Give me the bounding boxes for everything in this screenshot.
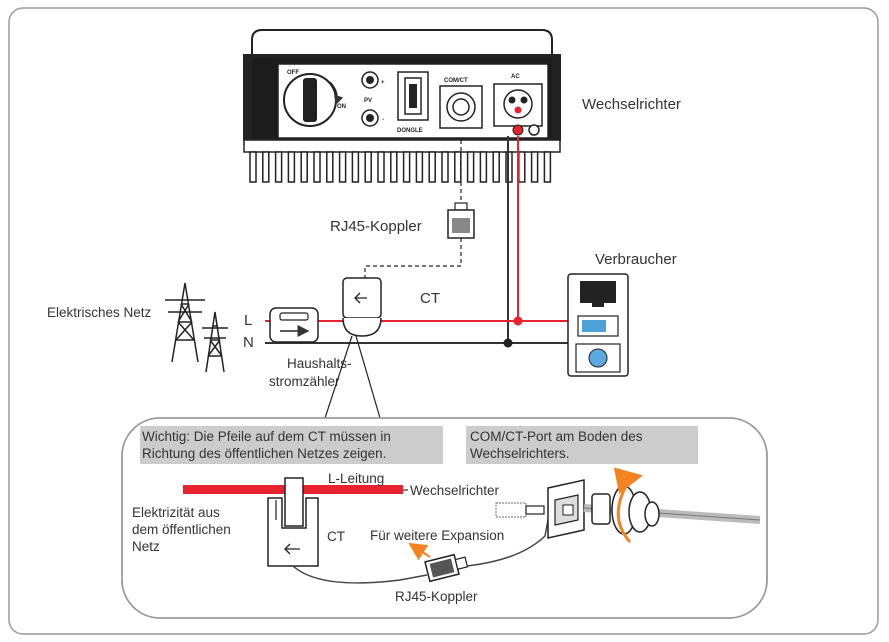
comct-label: COM/CT [444, 78, 468, 84]
grid-tower-icon [165, 282, 228, 373]
heat-sink-fin [492, 151, 500, 183]
heat-sink-fin [262, 151, 270, 183]
neutral-junction [503, 338, 513, 348]
heat-sink-fin [338, 151, 347, 183]
heat-sink-fin [390, 151, 398, 183]
heat-sink-fin [300, 151, 308, 183]
heat-sink-fin [518, 151, 526, 183]
line-l-label: L [244, 312, 252, 329]
heat-sink-fin [377, 151, 385, 183]
switch-off-label: OFF [287, 70, 299, 76]
grid-label: Elektrisches Netz [47, 305, 152, 320]
heat-sink-fin [287, 151, 296, 183]
loads-label: Verbraucher [595, 251, 677, 268]
ac-label: AC [511, 74, 520, 80]
cable-gland [583, 467, 761, 544]
inverter-label: Wechselrichter [582, 96, 681, 113]
heat-sink-fin [466, 151, 475, 183]
heat-sink-fin [454, 151, 462, 183]
heat-sink-fin [326, 151, 334, 183]
pv-plus-label: + [381, 80, 385, 86]
heat-sink-fin [543, 151, 552, 183]
note-right-line1: COM/CT-Port am Boden des [470, 429, 643, 444]
household-meter-icon [269, 307, 319, 343]
rj45-top-label: RJ45-Koppler [330, 218, 422, 235]
rj45-coupler-bottom [424, 553, 469, 583]
inverter-unit: OFF ON + PV - DONGLE COM/CT AC [243, 29, 561, 183]
heat-sink-fin [364, 151, 372, 183]
com-port-plate [547, 479, 585, 539]
heat-sink-fin [249, 151, 257, 183]
heat-sink-fin [441, 151, 449, 183]
rj45-coupler-top [447, 202, 475, 239]
ct-clamp-top [342, 277, 382, 337]
ct-cable [292, 565, 428, 584]
rj45-plug-detail [495, 502, 545, 518]
meter-label-line1: Haushalts- [287, 356, 352, 371]
ct-clamp-detail [267, 477, 319, 567]
inverter-arrow-label: Wechselrichter [410, 483, 500, 498]
ct-detail-label: CT [327, 529, 345, 544]
heat-sink-fin [415, 151, 424, 183]
heat-sink-fin [530, 151, 539, 183]
zoom-line-right [355, 335, 381, 419]
note-right-line2: Wechselrichters. [470, 446, 570, 461]
detail-box [121, 417, 768, 619]
l-line-label: L-Leitung [328, 471, 384, 486]
note-right-bg [466, 426, 698, 464]
zoom-line-left [324, 335, 353, 419]
line-n-label: N [243, 334, 254, 351]
ct-top-label: CT [420, 290, 440, 307]
pv-label: PV [364, 98, 372, 104]
live-junction [513, 316, 523, 326]
grid-side-line2: dem öffentlichen [132, 522, 231, 537]
meter-label-line2: stromzähler [269, 374, 340, 389]
heat-sink-fin [402, 151, 411, 183]
note-left-bg [140, 426, 443, 464]
switch-on-label: ON [337, 104, 346, 110]
note-left-line1: Wichtig: Die Pfeile auf dem CT müssen in [142, 429, 391, 444]
heat-sink-fin [479, 151, 488, 183]
grid-side-line1: Elektrizität aus [132, 505, 220, 520]
pv-minus-label: - [382, 117, 384, 123]
comm-cable-detail [466, 519, 549, 567]
rj45-bottom-label: RJ45-Koppler [395, 589, 478, 604]
expansion-label: Für weitere Expansion [370, 528, 504, 543]
grid-side-line3: Netz [132, 539, 160, 554]
heat-sink-fin [274, 151, 283, 183]
expansion-arrow [408, 542, 431, 561]
heat-sink-fin [351, 151, 360, 183]
heat-sink-fin [428, 151, 436, 183]
loads-icons [567, 273, 629, 377]
heat-sink-fin [313, 151, 321, 183]
note-left-line2: Richtung des öffentlichen Netzes zeigen. [142, 446, 386, 461]
dongle-label: DONGLE [397, 128, 423, 134]
